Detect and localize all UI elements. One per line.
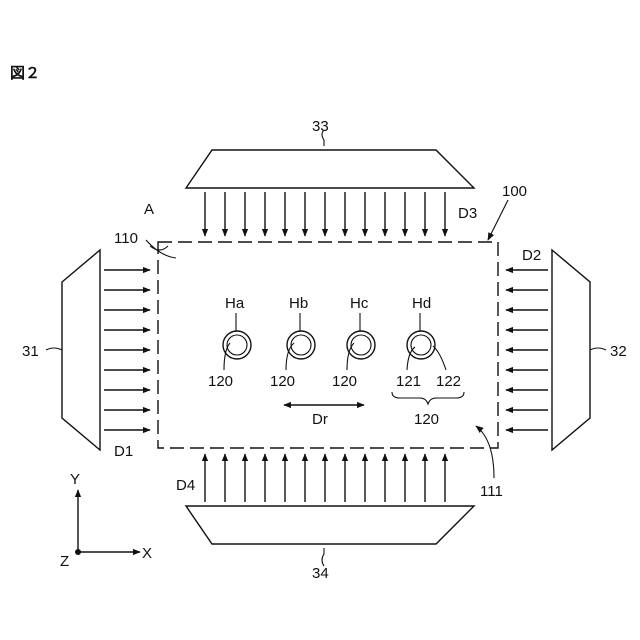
brace-120 (392, 392, 464, 404)
label-120-group: 120 (414, 411, 439, 428)
label-a: A (144, 201, 154, 218)
leader-111 (476, 426, 494, 478)
label-d3: D3 (458, 205, 477, 222)
label-d4: D4 (176, 477, 195, 494)
axis-origin-dot (75, 549, 81, 555)
label-hd: Hd (412, 295, 431, 312)
hole-hd (407, 331, 435, 359)
label-110: 110 (114, 230, 138, 247)
arrows-right (506, 270, 548, 430)
leader-100 (488, 200, 508, 240)
emitter-bottom-shape (186, 506, 474, 544)
leader-34 (322, 548, 324, 566)
figure-title: 図２ (10, 65, 40, 82)
axis-z-label: Z (60, 553, 69, 570)
label-hb: Hb (289, 295, 308, 312)
arrows-top (205, 192, 445, 236)
label-120-c: 120 (332, 373, 357, 390)
emitter-right-shape (552, 250, 590, 450)
label-122: 122 (436, 373, 461, 390)
label-dr: Dr (312, 411, 328, 428)
label-34: 34 (312, 565, 329, 582)
arrows-left (104, 270, 150, 430)
label-111: 111 (480, 483, 503, 500)
region-dashed-outline (158, 242, 498, 448)
axis-y-label: Y (70, 471, 80, 488)
emitter-left-shape (62, 250, 100, 450)
label-32: 32 (610, 343, 627, 360)
leader-32 (590, 348, 606, 350)
axis-x-label: X (142, 545, 152, 562)
label-100: 100 (502, 183, 527, 200)
hole-hc (347, 331, 375, 359)
label-ha: Ha (225, 295, 245, 312)
label-33: 33 (312, 118, 329, 135)
hole-hb (287, 331, 315, 359)
label-120-b: 120 (270, 373, 295, 390)
leader-31 (46, 348, 62, 350)
label-hc: Hc (350, 295, 369, 312)
label-31: 31 (22, 343, 39, 360)
label-d1: D1 (114, 443, 133, 460)
label-121: 121 (396, 373, 421, 390)
emitter-top-shape (186, 150, 474, 188)
label-120-a: 120 (208, 373, 233, 390)
arrows-bottom (205, 454, 445, 502)
label-d2: D2 (522, 247, 541, 264)
hole-ha (223, 331, 251, 359)
